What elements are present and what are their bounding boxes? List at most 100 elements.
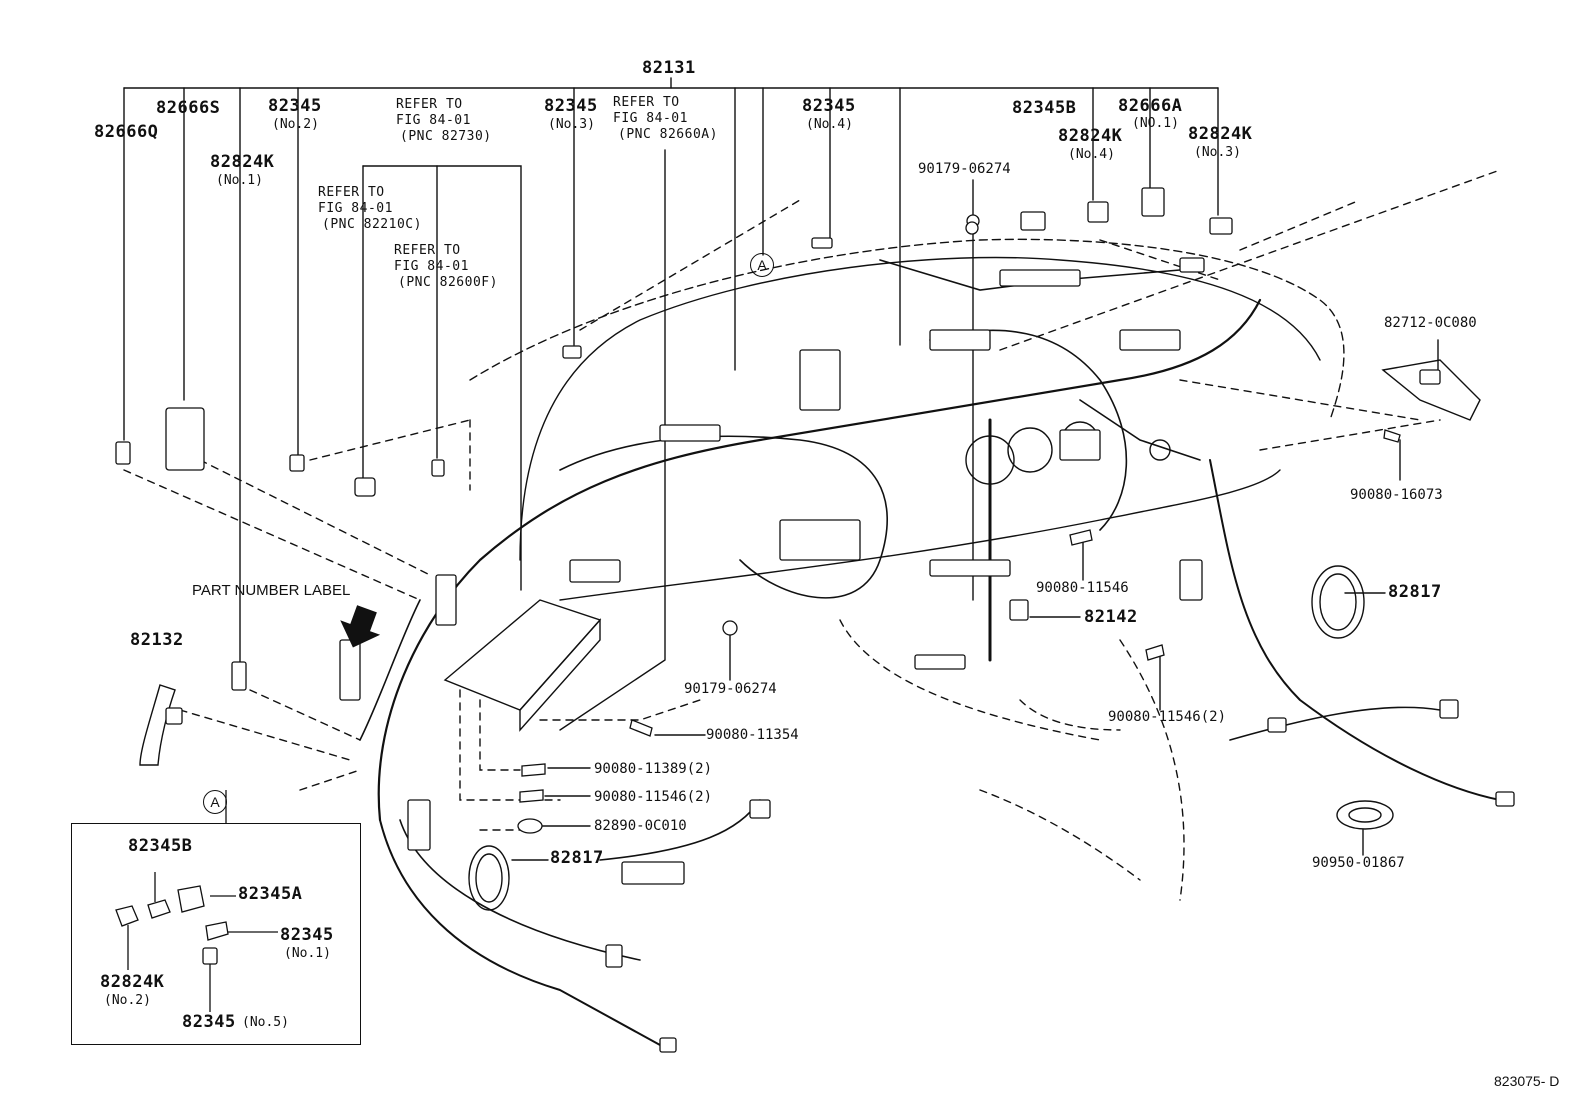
- connector: [147, 899, 171, 919]
- label-82345-no3-sub: (No.3): [548, 117, 595, 132]
- inset-callout-a: A: [203, 790, 227, 814]
- bolt: [521, 763, 546, 777]
- harness-branch: [379, 819, 661, 1046]
- junction-block: [519, 618, 601, 732]
- label-90179-06274-top: 90179-06274: [918, 161, 1011, 177]
- connector: [1020, 211, 1046, 231]
- connector: [1087, 201, 1109, 223]
- connector: [231, 661, 247, 691]
- label-82345-no4: 82345: [802, 96, 856, 116]
- label-82824K-no4: 82824K: [1058, 126, 1123, 146]
- connector: [929, 329, 991, 351]
- main-harness: [377, 298, 1262, 822]
- harness-branch: [359, 599, 421, 741]
- connector: [435, 574, 457, 626]
- label-82817-left: 82817: [550, 848, 604, 868]
- label-90080-11546-mid: 90080-11546: [1036, 580, 1129, 596]
- junction-block: [443, 599, 602, 711]
- nut: [722, 620, 738, 636]
- connector: [779, 519, 861, 561]
- connector: [1059, 429, 1101, 461]
- connector: [205, 921, 229, 941]
- grommet: [1311, 565, 1365, 639]
- dashboard-outline: [469, 238, 1345, 421]
- gauge: [965, 435, 1015, 485]
- label-82345-no2: 82345: [268, 96, 322, 116]
- harness-branch: [1079, 399, 1201, 461]
- grommet: [1149, 439, 1171, 461]
- bolt: [629, 719, 653, 737]
- refer-note-3-line1: REFER TO: [394, 243, 461, 258]
- sleeve: [139, 684, 176, 766]
- bolt: [519, 789, 544, 803]
- label-82142: 82142: [1084, 607, 1138, 627]
- connector: [799, 349, 841, 411]
- nut: [965, 221, 979, 235]
- refer-note-1-line2: FIG 84-01: [396, 113, 471, 128]
- label-82666A-sub: (NO.1): [1132, 116, 1179, 131]
- label-arrow: [340, 605, 381, 648]
- grommet: [1319, 573, 1357, 631]
- label-82345-no2-sub: (No.2): [272, 117, 319, 132]
- label-82890: 82890-0C010: [594, 818, 687, 834]
- label-82666S: 82666S: [156, 98, 221, 118]
- inset-label-82345A: 82345A: [238, 884, 303, 904]
- harness-branch: [1209, 459, 1501, 801]
- connector: [1419, 369, 1441, 385]
- label-82824K-no3: 82824K: [1188, 124, 1253, 144]
- refer-note-2-line1: REFER TO: [318, 185, 385, 200]
- label-90080-11546-2-right: 90080-11546(2): [1108, 709, 1227, 725]
- inset-label-82345-no1: 82345: [280, 925, 334, 945]
- label-82712: 82712-0C080: [1384, 315, 1477, 331]
- refer-note-4-line2: FIG 84-01: [613, 111, 688, 126]
- inset-label-82824K-no2: 82824K: [100, 972, 165, 992]
- label-90080-11354: 90080-11354: [706, 727, 799, 743]
- drawing-id: 823075- D: [1494, 1073, 1560, 1089]
- connector: [1141, 187, 1165, 217]
- connector: [605, 944, 623, 968]
- connector: [289, 454, 305, 472]
- inset-box: [71, 823, 361, 1045]
- connector: [659, 424, 721, 442]
- label-82345-no3: 82345: [544, 96, 598, 116]
- connector: [1495, 791, 1515, 807]
- bolt: [1383, 429, 1401, 443]
- grommet: [1348, 807, 1382, 823]
- refer-note-2-line2: FIG 84-01: [318, 201, 393, 216]
- refer-note-1-line3: (PNC 82730): [400, 129, 492, 144]
- connector: [1119, 329, 1181, 351]
- connector: [929, 559, 1011, 577]
- connector: [354, 477, 376, 497]
- connector: [749, 799, 771, 819]
- refer-note-4-line3: (PNC 82660A): [618, 127, 718, 142]
- connector: [1267, 717, 1287, 733]
- grommet: [1336, 800, 1394, 830]
- inset-label-82345-no1-sub: (No.1): [284, 946, 331, 961]
- refer-bracket: [362, 165, 522, 591]
- grommet: [468, 845, 510, 911]
- connector: [165, 707, 183, 725]
- inset-label-82345B: 82345B: [128, 836, 193, 856]
- connector: [1439, 699, 1459, 719]
- connector: [914, 654, 966, 670]
- connector: [659, 1037, 677, 1053]
- leader-line: [559, 149, 666, 731]
- label-90950-01867: 90950-01867: [1312, 855, 1405, 871]
- connector: [115, 441, 131, 465]
- grommet: [475, 853, 503, 903]
- connector: [562, 345, 582, 359]
- label-82666Q: 82666Q: [94, 122, 159, 142]
- label-82824K-no3-sub: (No.3): [1194, 145, 1241, 160]
- label-90080-16073: 90080-16073: [1350, 487, 1443, 503]
- connector: [1209, 217, 1233, 235]
- label-82132: 82132: [130, 630, 184, 650]
- label-82666A: 82666A: [1118, 96, 1183, 116]
- refer-note-3-line3: (PNC 82600F): [398, 275, 498, 290]
- label-90080-11389: 90080-11389(2): [594, 761, 713, 777]
- label-82345-no4-sub: (No.4): [806, 117, 853, 132]
- inset-label-82345-no5: 82345: [182, 1012, 236, 1032]
- connector: [811, 237, 833, 249]
- gauge: [1007, 427, 1053, 473]
- label-82131: 82131: [642, 58, 696, 78]
